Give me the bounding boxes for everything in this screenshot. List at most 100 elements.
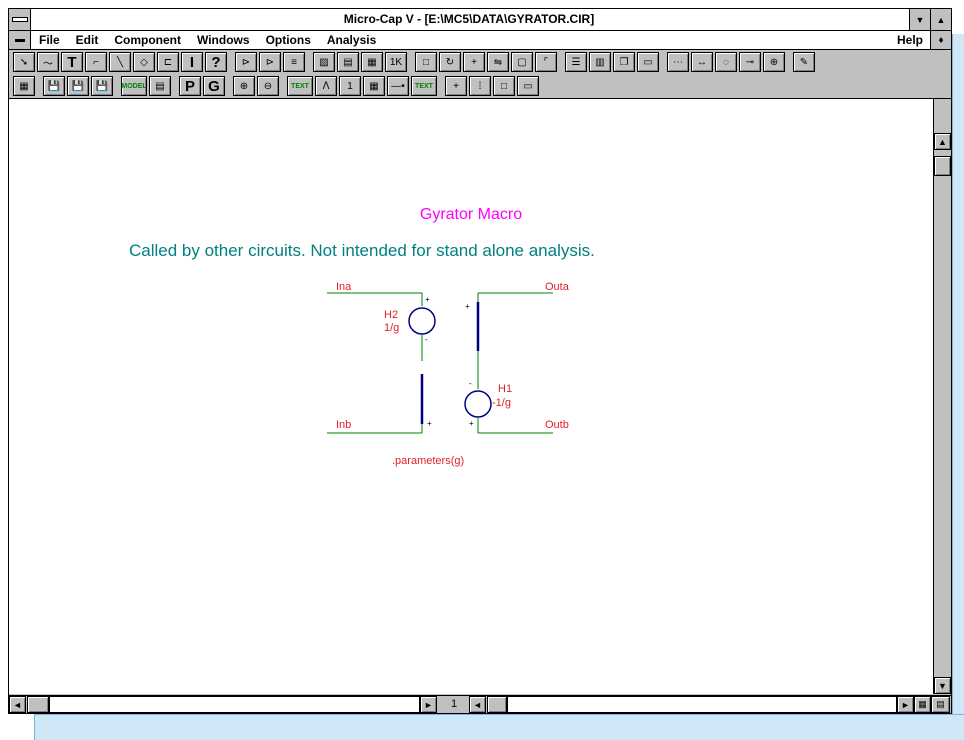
save-arrow-icon[interactable]: 💾 <box>43 76 65 96</box>
text-icon[interactable]: T <box>61 52 83 72</box>
h1-minus-sign: - <box>469 379 472 388</box>
h2-source-symbol[interactable] <box>408 307 436 335</box>
tile-horizontal-icon[interactable]: ☰ <box>565 52 587 72</box>
curve-icon[interactable]: ◌ <box>715 52 737 72</box>
vertical-scroll-thumb[interactable] <box>934 156 951 176</box>
probe-hand-icon[interactable]: ✎ <box>793 52 815 72</box>
horizontal-scroll-thumb[interactable] <box>27 696 49 713</box>
document-menu-icon <box>14 38 25 42</box>
rotate-icon[interactable]: ↻ <box>439 52 461 72</box>
menu-edit[interactable]: Edit <box>75 33 99 47</box>
node-label-outa[interactable]: Outa <box>545 281 569 293</box>
probe-icon[interactable]: ⊸ <box>739 52 761 72</box>
page-scroll-track[interactable] <box>507 696 897 713</box>
h2-value-label[interactable]: 1/g <box>384 322 400 334</box>
h2-name-label[interactable]: H2 <box>384 309 399 321</box>
info-icon[interactable]: I <box>181 52 203 72</box>
scroll-right-button[interactable]: ► <box>897 696 914 713</box>
title-bar[interactable]: Micro-Cap V - [E:\MC5\DATA\GYRATOR.CIR] … <box>9 9 951 31</box>
grid-text-icon[interactable]: ▦ <box>361 52 383 72</box>
step-in-icon[interactable]: ⊳ <box>235 52 257 72</box>
menu-options[interactable]: Options <box>265 33 311 47</box>
page-prev-button[interactable]: ◄ <box>469 696 486 713</box>
page-next-button[interactable]: ► <box>420 696 437 713</box>
g-icon[interactable]: G <box>203 76 225 96</box>
h2-plus-sign: + <box>425 295 430 304</box>
arrows-icon[interactable]: ↔ <box>691 52 713 72</box>
vertical-scrollbar[interactable]: ▲ ▼ <box>933 98 951 694</box>
node-line-icon[interactable]: —• <box>387 76 409 96</box>
all-pins-icon[interactable]: ≡ <box>283 52 305 72</box>
step-out-icon[interactable]: ⊳ <box>259 52 281 72</box>
title-block-icon[interactable]: ▭ <box>517 76 539 96</box>
pin-number-icon[interactable]: 1 <box>339 76 361 96</box>
net-icon[interactable]: ⋯ <box>667 52 689 72</box>
cross-icon[interactable]: + <box>463 52 485 72</box>
grid-dots-icon[interactable]: ▦ <box>363 76 385 96</box>
node-label-inb[interactable]: Inb <box>336 419 352 431</box>
page-icon[interactable]: ▤ <box>337 52 359 72</box>
zoom-in-icon[interactable]: ⊕ <box>233 76 255 96</box>
node-numbers-icon[interactable]: 1K <box>385 52 407 72</box>
select-arrow-icon[interactable]: ➘ <box>13 52 35 72</box>
wire-wave-icon[interactable]: 〜 <box>37 52 59 72</box>
save-down-icon[interactable]: 💾 <box>91 76 113 96</box>
diagonal-wire-icon[interactable]: ╲ <box>109 52 131 72</box>
p-icon[interactable]: P <box>179 76 201 96</box>
h1-plus-sign: + <box>469 419 474 428</box>
border-icon[interactable]: □ <box>493 76 515 96</box>
menu-help[interactable]: Help <box>896 33 923 47</box>
menu-file[interactable]: File <box>39 33 60 47</box>
node-label-outb[interactable]: Outb <box>545 419 569 431</box>
fill-hatch-icon[interactable]: ▨ <box>313 52 335 72</box>
schematic-title: Gyrator Macro <box>419 206 523 223</box>
system-menu-button[interactable] <box>9 9 31 30</box>
corner-icon[interactable]: ⌜ <box>535 52 557 72</box>
bracket-icon[interactable]: ⊕ <box>763 52 785 72</box>
horizontal-scrollbar[interactable]: ◄ ► 1 ◄ ► ▦ ▤ <box>9 695 951 713</box>
table-icon[interactable]: ▤ <box>149 76 171 96</box>
h1-source-symbol[interactable] <box>464 390 492 418</box>
page-scroll-thumb[interactable] <box>487 696 507 713</box>
cascade-icon[interactable]: ❐ <box>613 52 635 72</box>
node-label-ina[interactable]: Ina <box>336 281 352 293</box>
box-select-icon[interactable]: □ <box>415 52 437 72</box>
orthogonal-wire-icon[interactable]: ⌐ <box>85 52 107 72</box>
frame-icon[interactable]: ▢ <box>511 52 533 72</box>
help-question-icon[interactable]: ? <box>205 52 227 72</box>
tile-vertical-icon[interactable]: ▥ <box>589 52 611 72</box>
minimize-button[interactable]: ▼ <box>909 9 930 30</box>
h1-value-label[interactable]: -1/g <box>492 397 511 409</box>
menu-analysis[interactable]: Analysis <box>326 33 377 47</box>
mirror-icon[interactable]: ⇋ <box>487 52 509 72</box>
zoom-out-icon[interactable]: ⊖ <box>257 76 279 96</box>
scroll-up-button[interactable]: ▲ <box>934 133 951 150</box>
app-window: Micro-Cap V - [E:\MC5\DATA\GYRATOR.CIR] … <box>8 8 952 714</box>
horizontal-scroll-track[interactable] <box>49 696 420 713</box>
parameters-label[interactable]: .parameters(g) <box>392 455 465 467</box>
save-load-icon[interactable]: 💾 <box>67 76 89 96</box>
menu-component[interactable]: Component <box>114 33 181 47</box>
model-icon[interactable]: MODEL <box>121 76 147 96</box>
maximize-button[interactable]: ▲ <box>930 9 951 30</box>
scroll-left-button[interactable]: ◄ <box>9 696 26 713</box>
h2-sense-plus-sign: + <box>427 419 432 428</box>
dot-grid-icon[interactable]: ⁞ <box>469 76 491 96</box>
document-restore-button[interactable]: ♦ <box>930 31 951 49</box>
schematic-canvas[interactable]: Gyrator Macro Called by other circuits. … <box>9 98 933 694</box>
page-view-icon[interactable]: ▦ <box>914 696 931 713</box>
calculator-icon[interactable]: ▦ <box>13 76 35 96</box>
document-control-menu-button[interactable] <box>9 31 31 49</box>
text-mode-icon[interactable]: TEXT <box>287 76 313 96</box>
window-icon[interactable]: ▭ <box>637 52 659 72</box>
crosshair-icon[interactable]: + <box>445 76 467 96</box>
flag-icon[interactable]: ⊏ <box>157 52 179 72</box>
text-line-icon[interactable]: TEXT <box>411 76 437 96</box>
window-title: Micro-Cap V - [E:\MC5\DATA\GYRATOR.CIR] <box>343 12 595 26</box>
menu-windows[interactable]: Windows <box>197 33 250 47</box>
h1-name-label[interactable]: H1 <box>498 383 513 395</box>
component-shapes-icon[interactable]: ◇ <box>133 52 155 72</box>
attribute-icon[interactable]: ᐱ <box>315 76 337 96</box>
scroll-down-button[interactable]: ▼ <box>934 677 951 694</box>
page-list-icon[interactable]: ▤ <box>931 696 950 713</box>
